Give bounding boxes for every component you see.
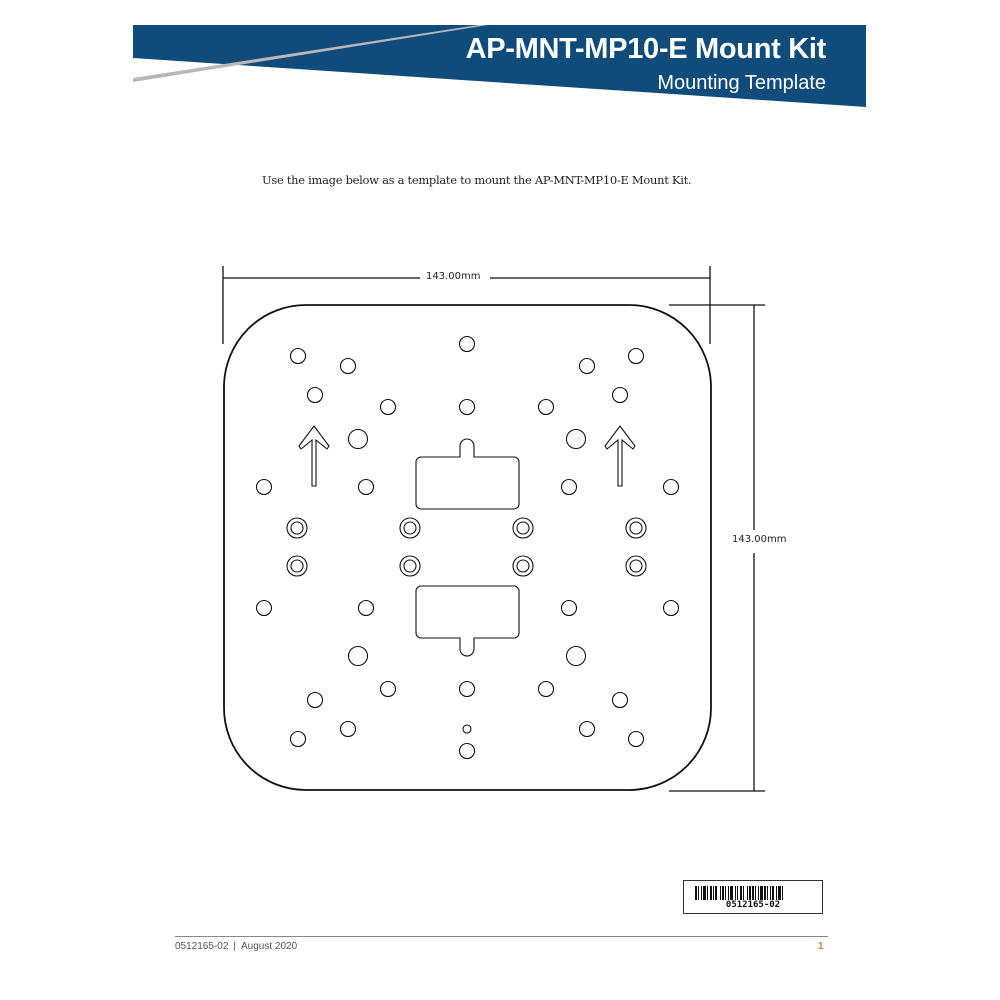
large-mounting-hole — [565, 428, 587, 450]
footer-date: August 2020 — [241, 941, 298, 952]
barcode-number: 0512165-02 — [725, 900, 781, 910]
counterbore-hole-outer — [625, 555, 647, 577]
mounting-hole — [289, 347, 307, 365]
mounting-hole — [458, 742, 476, 760]
mounting-hole — [339, 357, 357, 375]
mounting-holes — [255, 335, 680, 760]
mounting-hole — [458, 680, 476, 698]
mounting-hole — [255, 478, 273, 496]
mounting-hole — [537, 398, 555, 416]
large-mounting-hole — [565, 645, 587, 667]
mounting-hole — [662, 478, 680, 496]
counterbore-hole-inner — [629, 559, 643, 573]
height-dimension — [669, 304, 765, 792]
mounting-hole — [289, 730, 307, 748]
mounting-hole — [379, 680, 397, 698]
mounting-hole — [611, 386, 629, 404]
counterbore-hole-outer — [512, 517, 534, 539]
large-mounting-hole — [347, 645, 369, 667]
up-arrow-right-icon — [604, 425, 636, 487]
top-slot — [415, 438, 520, 510]
footer-divider — [175, 936, 828, 937]
document-subtitle: Mounting Template — [657, 72, 826, 94]
mounting-hole — [357, 599, 375, 617]
intro-text: Use the image below as a template to mou… — [262, 173, 692, 187]
counterbore-hole-outer — [625, 517, 647, 539]
counterbore-hole-inner — [290, 559, 304, 573]
mounting-hole — [578, 357, 596, 375]
counterbore-hole-inner — [629, 521, 643, 535]
counterbore-hole-inner — [403, 559, 417, 573]
bottom-slot — [415, 585, 520, 657]
barcode-icon — [695, 886, 783, 900]
large-mounting-hole — [347, 428, 369, 450]
mounting-hole — [627, 347, 645, 365]
document-title: AP-MNT-MP10-E Mount Kit — [465, 33, 827, 65]
counterbore-hole-inner — [403, 521, 417, 535]
mounting-hole — [255, 599, 273, 617]
header-stripe — [133, 25, 488, 82]
mounting-hole — [537, 680, 555, 698]
mounting-hole — [306, 691, 324, 709]
mounting-hole — [357, 478, 375, 496]
footer-doc-number: 0512165-02 — [175, 941, 229, 952]
counterbore-hole-inner — [516, 559, 530, 573]
mounting-hole — [306, 386, 324, 404]
mount-plate-outline — [223, 304, 712, 791]
mounting-hole — [611, 691, 629, 709]
mounting-hole — [662, 599, 680, 617]
footer-separator: | — [233, 941, 236, 952]
mounting-hole — [578, 720, 596, 738]
counterbore-hole-outer — [399, 555, 421, 577]
mounting-hole — [379, 398, 397, 416]
barcode-label: 0512165-02 — [683, 880, 823, 914]
up-arrow-left-icon — [298, 425, 330, 487]
counterbore-hole-outer — [286, 555, 308, 577]
header-band — [133, 25, 866, 107]
counterbore-hole-outer — [286, 517, 308, 539]
width-dimension-label: 143.00mm — [422, 271, 485, 282]
counterbore-hole-outer — [399, 517, 421, 539]
mounting-hole — [458, 398, 476, 416]
mounting-hole — [560, 478, 578, 496]
header-banner — [133, 25, 866, 107]
mounting-hole — [339, 720, 357, 738]
footer-info: 0512165-02 | August 2020 — [175, 941, 297, 952]
mounting-hole — [627, 730, 645, 748]
height-dimension-label: 143.00mm — [728, 534, 791, 545]
mounting-hole — [458, 335, 476, 353]
counterbore-hole-inner — [516, 521, 530, 535]
mounting-hole — [560, 599, 578, 617]
page-number: 1 — [818, 941, 824, 952]
small-hole — [462, 724, 472, 734]
counterbore-hole-outer — [512, 555, 534, 577]
counterbore-hole-inner — [290, 521, 304, 535]
